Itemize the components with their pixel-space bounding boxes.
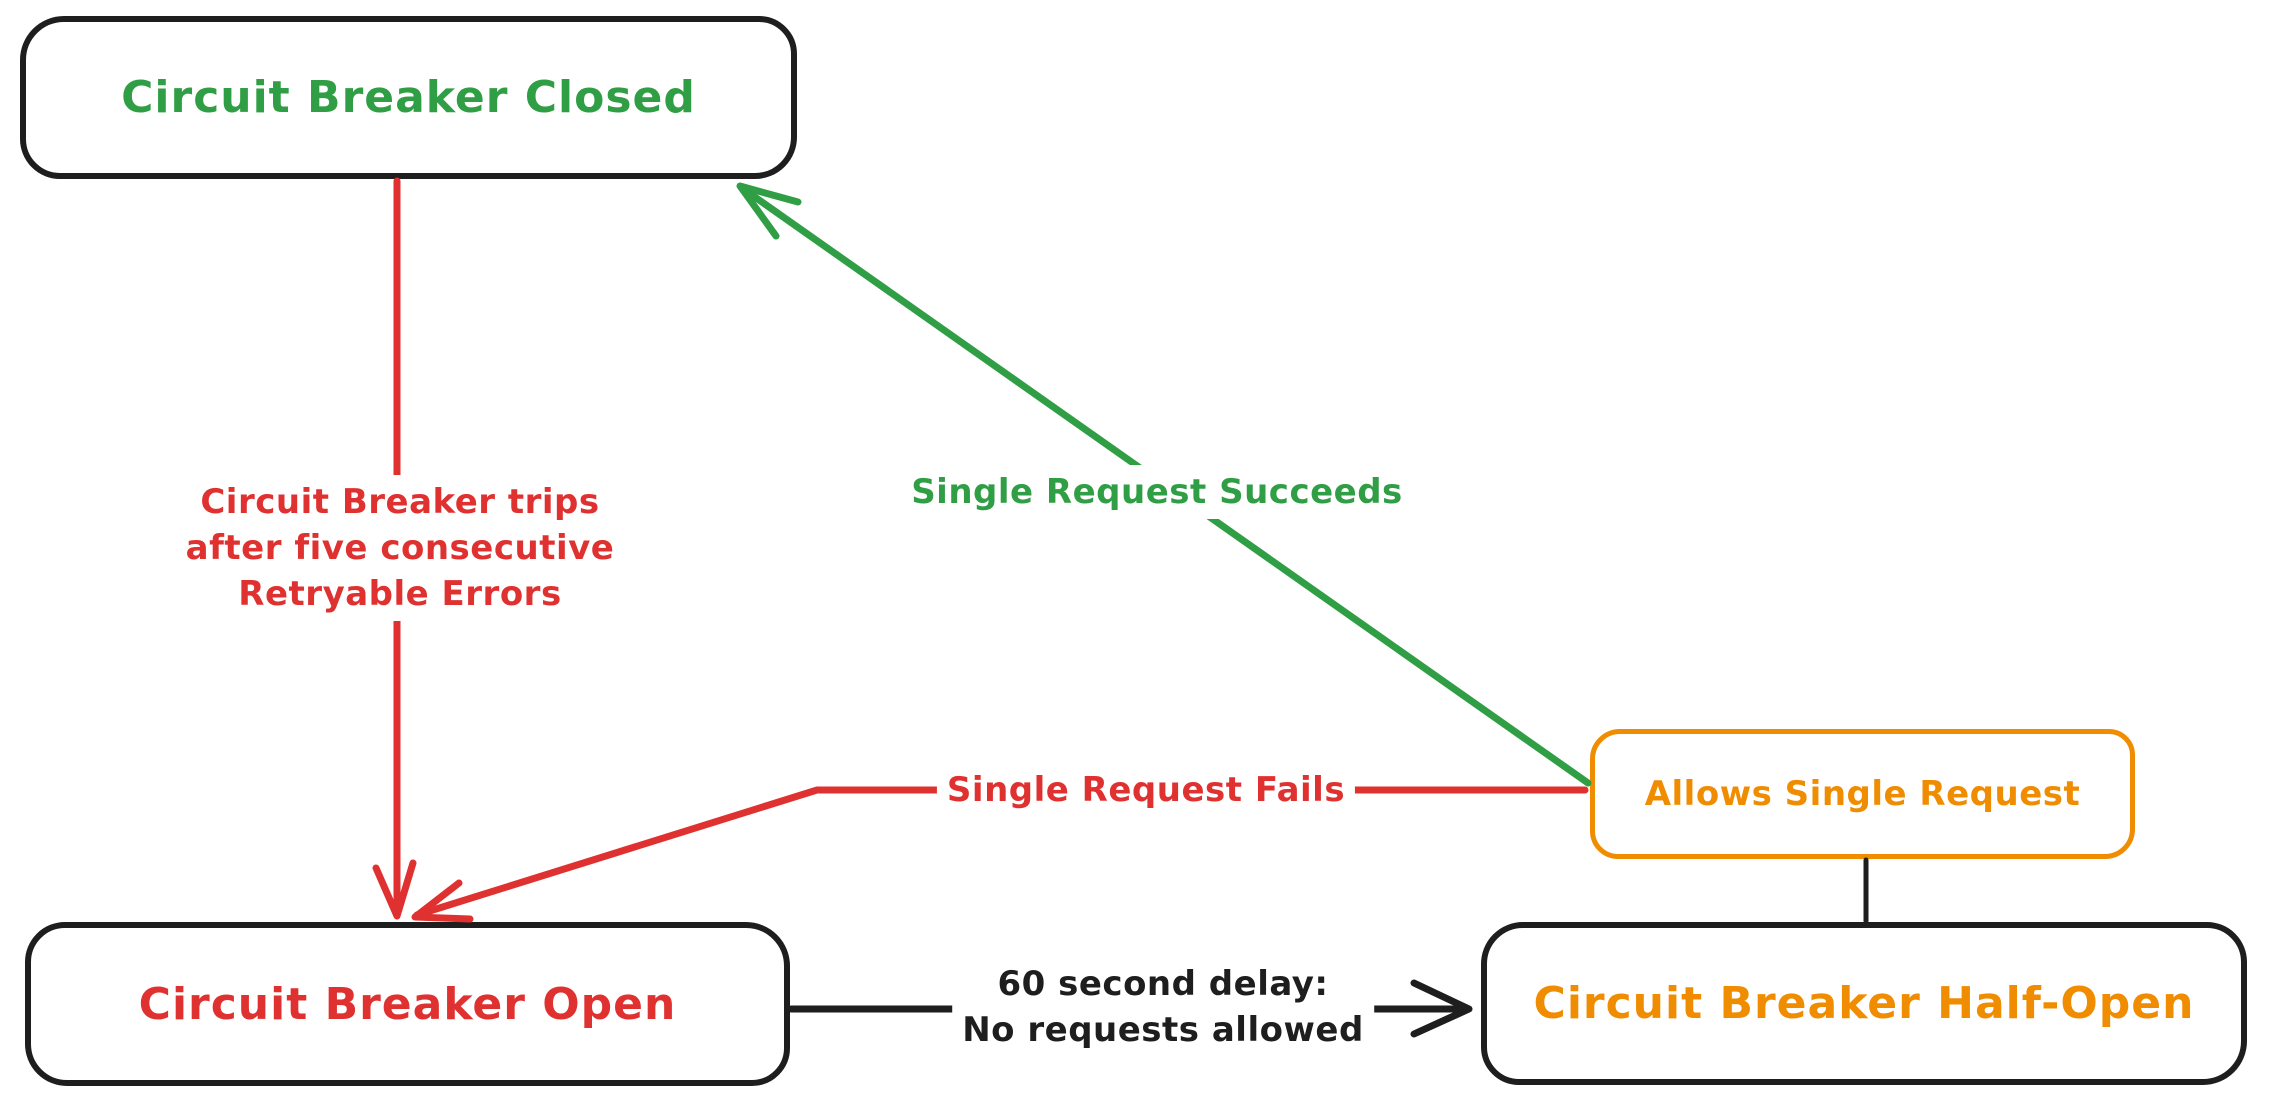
edge-label-trip-line1: Circuit Breaker trips	[200, 482, 600, 522]
trip-arrowhead-icon	[372, 859, 417, 920]
edge-label-delay-line1: 60 second delay:	[997, 964, 1329, 1004]
state-half-open-box: Circuit Breaker Half-Open	[1481, 922, 2247, 1085]
state-closed-box: Circuit Breaker Closed	[20, 16, 797, 179]
state-half-open-label: Circuit Breaker Half-Open	[1533, 978, 2195, 1029]
edge-label-succeed: Single Request Succeeds	[901, 465, 1413, 519]
edge-label-trip: Circuit Breaker trips after five consecu…	[175, 475, 625, 621]
allows-single-request-box: Allows Single Request	[1590, 729, 2135, 859]
edge-label-delay-line2: No requests allowed	[962, 1010, 1364, 1050]
edge-label-trip-line3: Retryable Errors	[238, 574, 562, 614]
edge-label-delay: 60 second delay: No requests allowed	[952, 957, 1374, 1057]
succeed-arrowhead-icon	[736, 182, 802, 240]
state-open-label: Circuit Breaker Open	[138, 978, 677, 1030]
state-open-box: Circuit Breaker Open	[25, 922, 790, 1086]
delay-arrowhead-icon	[1410, 979, 1473, 1038]
fail-arrowhead-icon	[411, 879, 474, 923]
edge-label-fail: Single Request Fails	[936, 763, 1356, 817]
allows-single-request-label: Allows Single Request	[1644, 774, 2081, 814]
state-closed-label: Circuit Breaker Closed	[121, 72, 696, 123]
edge-label-trip-line2: after five consecutive	[185, 528, 615, 568]
